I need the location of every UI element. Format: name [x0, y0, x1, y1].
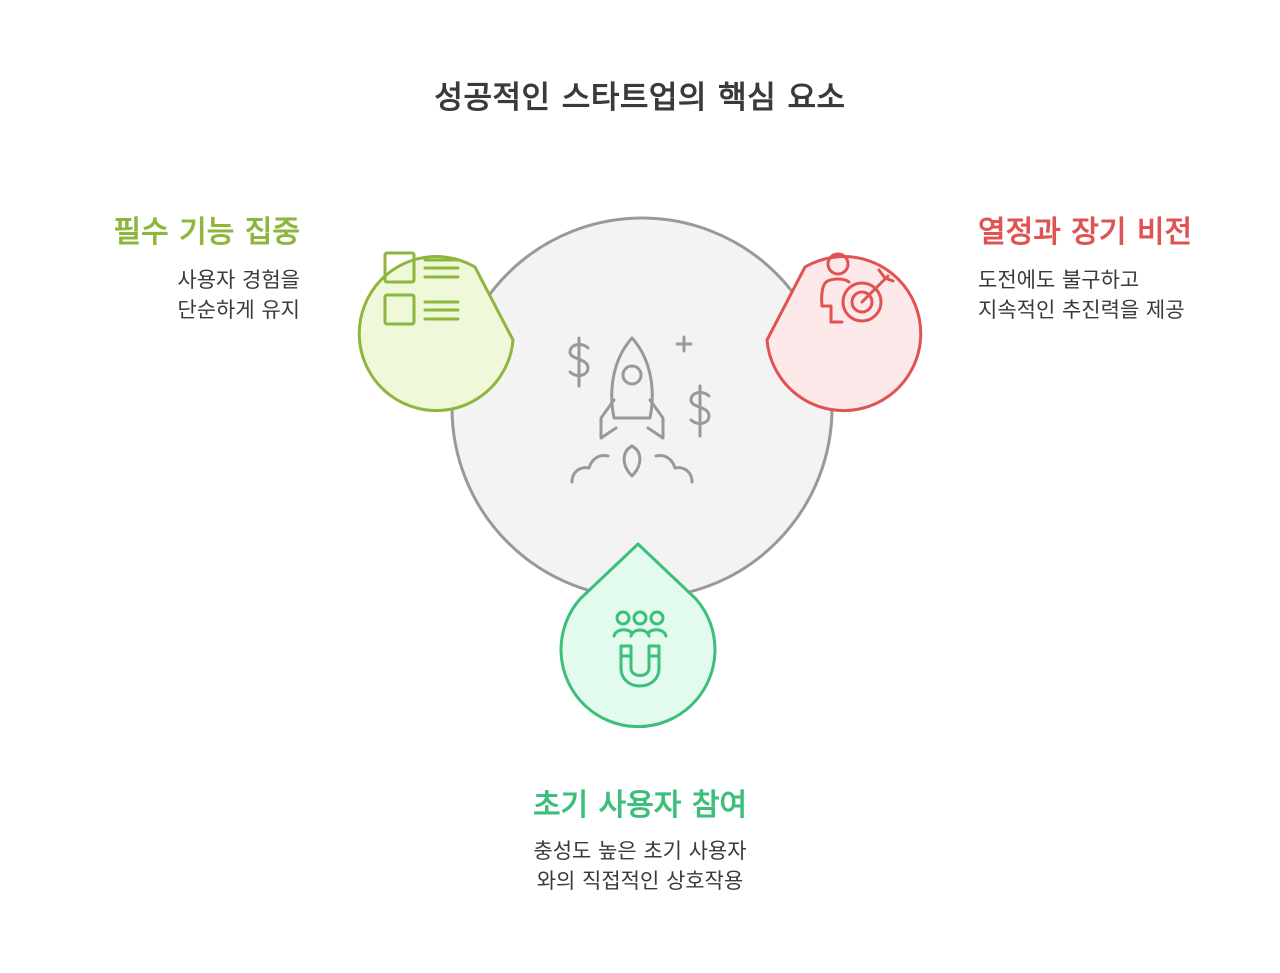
- checklist-icon: [383, 251, 460, 326]
- bottom-drop: [559, 542, 717, 729]
- person-target-icon: [820, 252, 895, 324]
- left-drop: [357, 255, 515, 413]
- desc-bottom-line: 와의 직접적인 상호작용: [536, 869, 744, 893]
- desc-right-line: 도전에도 불구하고: [978, 268, 1140, 292]
- desc-left: 사용자 경험을 단순하게 유지: [177, 265, 300, 325]
- diagram-title: 성공적인 스타트업의 핵심 요소: [434, 80, 846, 116]
- desc-left-line: 사용자 경험을: [177, 268, 300, 292]
- desc-left-line: 단순하게 유지: [177, 298, 300, 322]
- desc-right: 도전에도 불구하고 지속적인 추진력을 제공: [978, 265, 1185, 325]
- right-drop: [765, 255, 923, 413]
- heading-bottom: 초기 사용자 참여: [532, 788, 748, 823]
- heading-left: 필수 기능 집중: [113, 215, 301, 250]
- desc-bottom-line: 충성도 높은 초기 사용자: [533, 839, 747, 863]
- desc-bottom: 충성도 높은 초기 사용자 와의 직접적인 상호작용: [0, 836, 1280, 896]
- center-circle: [450, 216, 834, 600]
- heading-right: 열정과 장기 비전: [978, 215, 1193, 250]
- desc-right-line: 지속적인 추진력을 제공: [978, 298, 1185, 322]
- rocket-dollar-icon: [568, 335, 711, 484]
- users-magnet-icon: [612, 610, 668, 688]
